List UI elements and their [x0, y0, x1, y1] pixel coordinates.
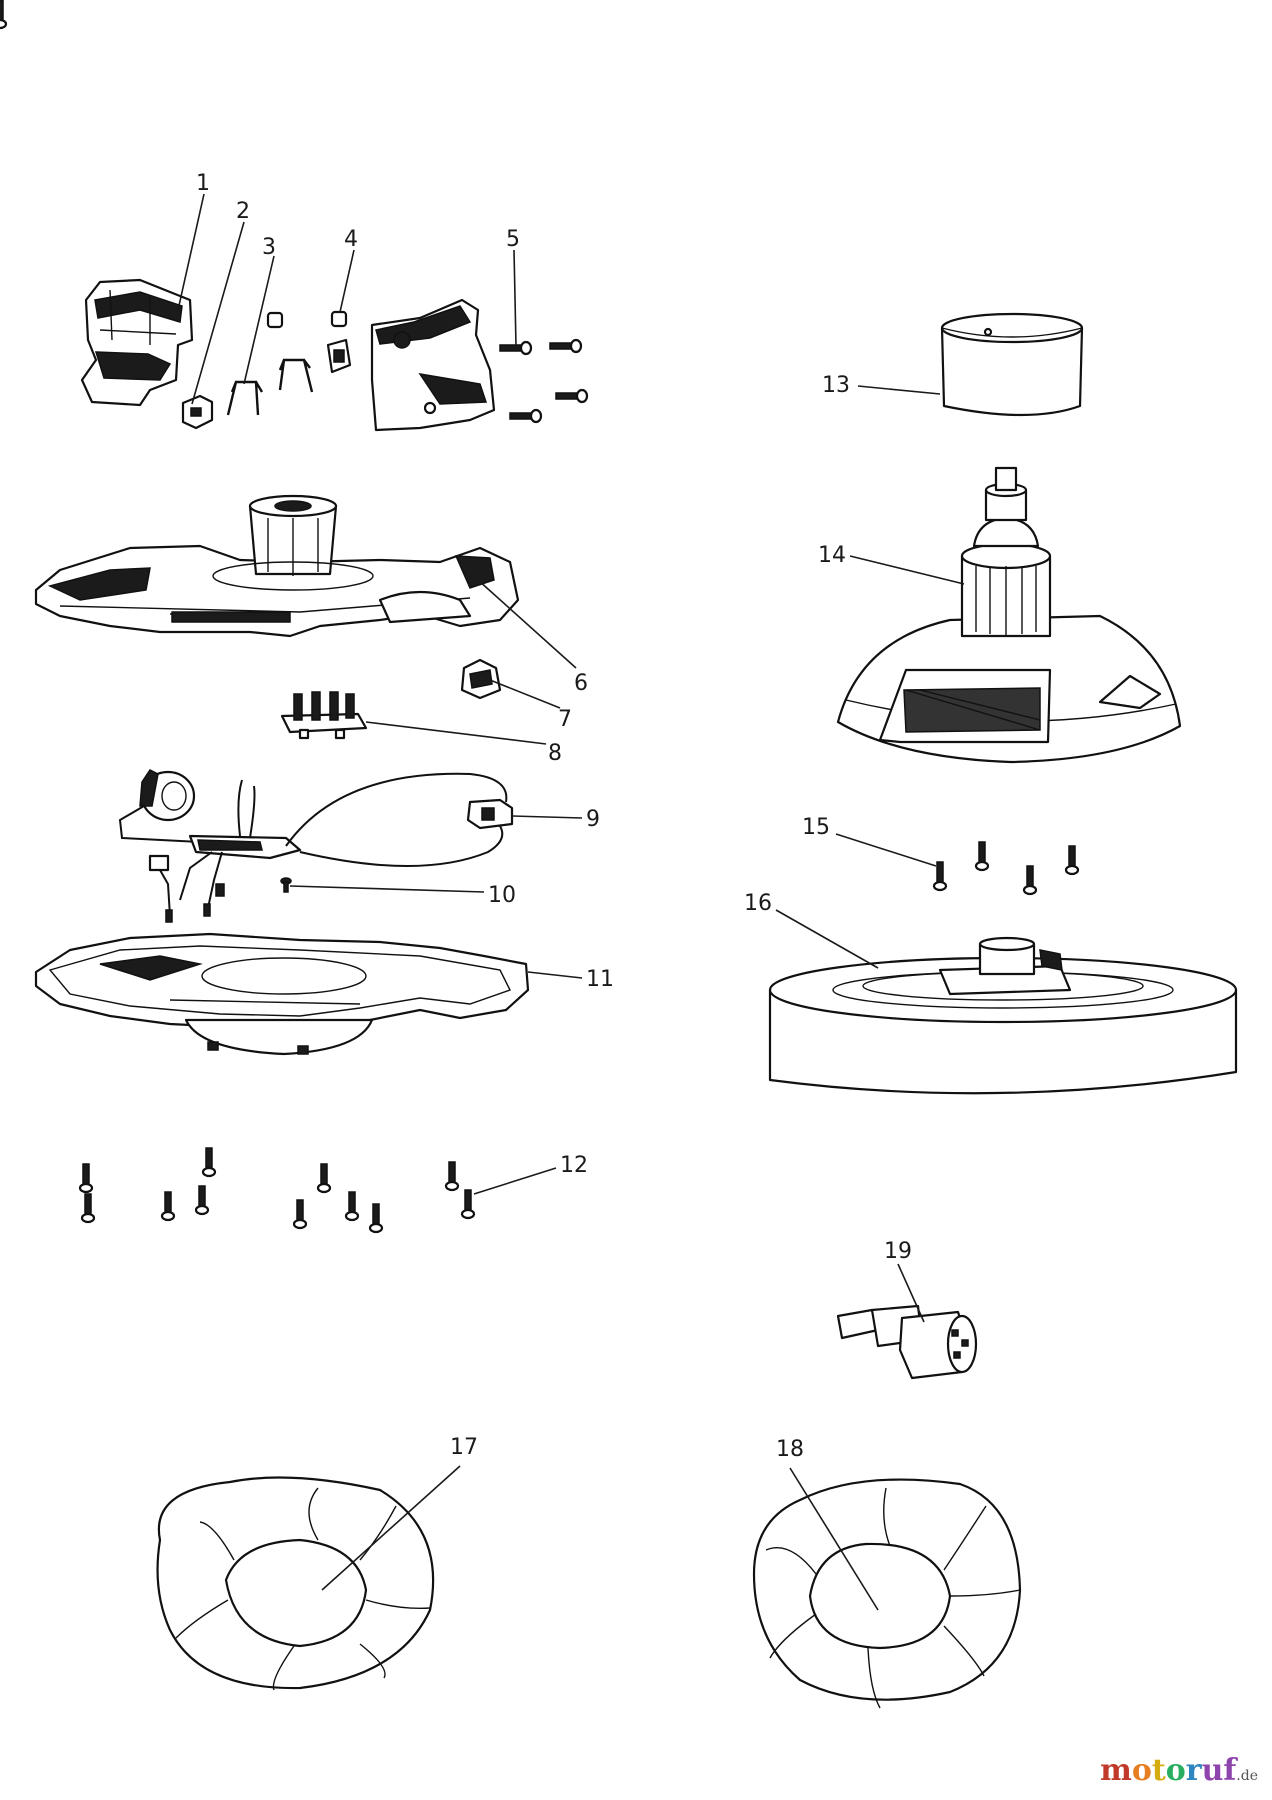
part-11-lower-housing: [34, 932, 530, 1056]
part-7-latch: [460, 658, 502, 700]
part-label-3: 3: [262, 235, 276, 260]
part-labels: 1 2 3 4 5 6 7 8 9 10 11 12 13 14 15 16 1…: [196, 171, 912, 1462]
handle-half-right: [370, 298, 496, 432]
part-16-base-disc: [768, 936, 1238, 1095]
part-label-16: 16: [744, 891, 772, 916]
part-3-spring-bracket: [226, 358, 314, 416]
part-label-11: 11: [586, 967, 614, 992]
part-label-19: 19: [884, 1239, 912, 1264]
part-label-18: 18: [776, 1437, 804, 1462]
part-18-polishing-pad: [752, 1478, 1022, 1709]
part-10-screw: [280, 877, 292, 893]
part-12-screw-set: [0, 0, 476, 1234]
part-13-sleeve: [940, 312, 1084, 417]
part-1-handle-half-left: [80, 278, 194, 407]
part-label-13: 13: [822, 373, 850, 398]
part-2-clip: [181, 394, 214, 430]
part-label-12: 12: [560, 1153, 588, 1178]
part-4-pin-set: [266, 310, 352, 374]
part-19-drill-adapter: [836, 1304, 978, 1380]
part-label-6: 6: [574, 671, 588, 696]
part-17-polishing-pad: [156, 1476, 435, 1691]
part-label-7: 7: [558, 707, 572, 732]
part-14-motor-housing: [836, 466, 1182, 764]
part-5-screw-set: [499, 338, 589, 424]
part-label-15: 15: [802, 815, 830, 840]
watermark-logo: motoruf.de: [1100, 1753, 1258, 1788]
part-8-terminal-block: [280, 691, 368, 740]
part-label-2: 2: [236, 199, 250, 224]
part-label-1: 1: [196, 171, 210, 196]
part-label-14: 14: [818, 543, 846, 568]
part-label-4: 4: [344, 227, 358, 252]
leader-lines: [177, 193, 965, 1611]
part-label-17: 17: [450, 1435, 478, 1460]
part-label-9: 9: [586, 807, 600, 832]
part-label-10: 10: [488, 883, 516, 908]
part-label-5: 5: [506, 227, 520, 252]
part-label-8: 8: [548, 741, 562, 766]
part-15-screw-set: [932, 840, 1080, 896]
part-6-upper-housing: [34, 494, 520, 638]
part-9-wiring-harness: [118, 769, 514, 923]
